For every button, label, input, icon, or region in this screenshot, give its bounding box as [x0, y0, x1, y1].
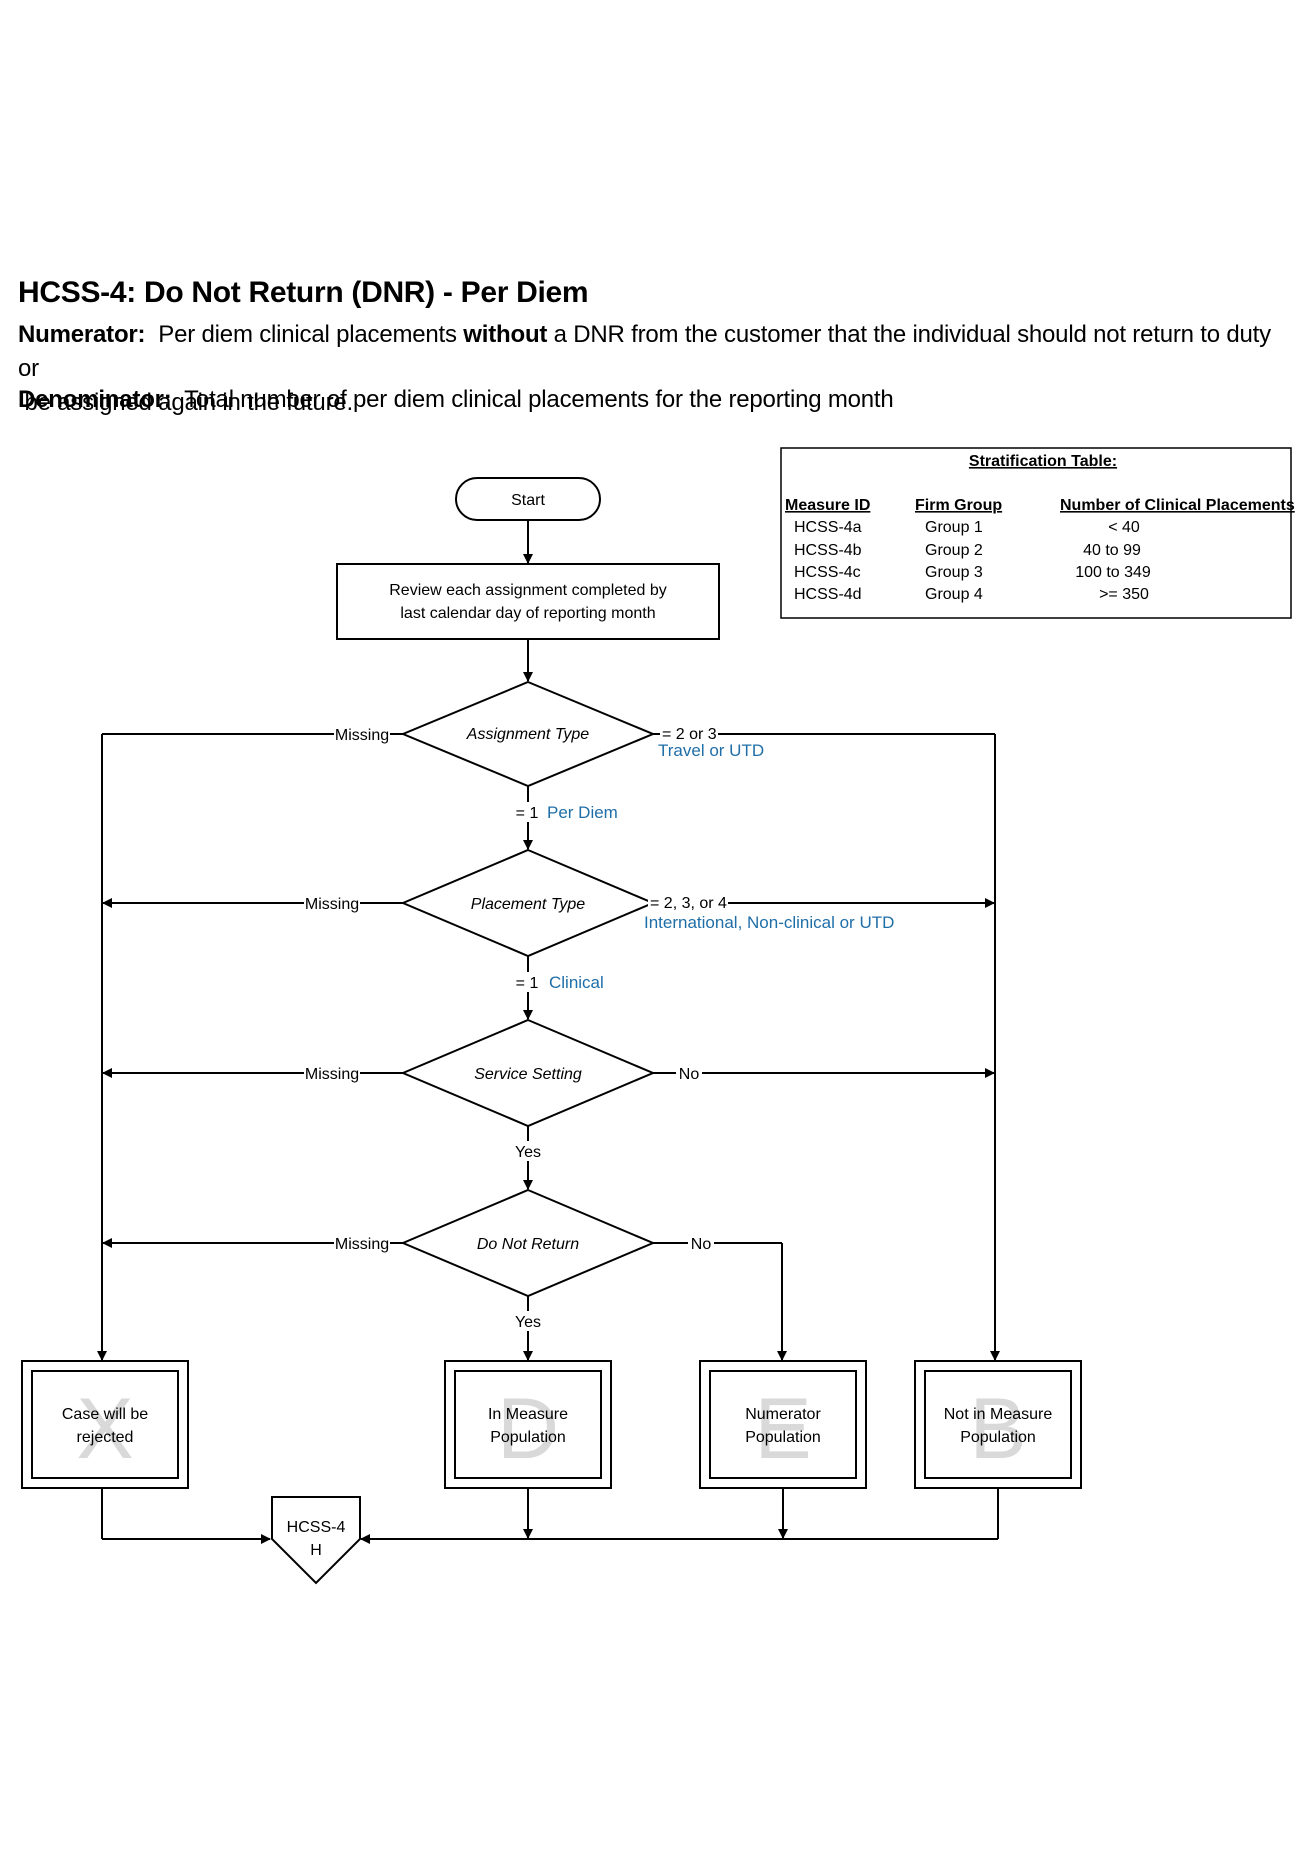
label-mask — [676, 1063, 702, 1083]
label-mask — [304, 1063, 360, 1083]
outcome-x: X Case will be rejected — [21, 1360, 189, 1489]
label-mask — [648, 892, 728, 912]
outcome-e-line1: Numerator — [745, 1406, 821, 1423]
outcome-d-letter: D — [497, 1381, 559, 1477]
strat-cell-group: Group 2 — [925, 542, 983, 559]
stratification-table: Stratification Table: Measure ID Firm Gr… — [780, 447, 1295, 619]
offpage-connector-line2: H — [310, 1542, 322, 1559]
label-mask — [512, 1311, 544, 1331]
numerator-label: Numerator: — [18, 321, 146, 348]
denominator-definition: Denominator: Total number of per diem cl… — [18, 386, 1288, 414]
decision-do-not-return-label: Do Not Return — [477, 1236, 579, 1253]
page-title: HCSS-4: Do Not Return (DNR) - Per Diem — [18, 276, 589, 309]
d2-down-label: = 1 — [516, 975, 539, 992]
strat-table-title: Stratification Table: — [969, 453, 1117, 470]
outcome-b-letter: B — [969, 1381, 1026, 1477]
d2-down-blue-label: Clinical — [549, 973, 604, 992]
outcome-x-line1: Case will be — [62, 1406, 148, 1423]
start-label: Start — [511, 492, 545, 509]
missing-label: Missing — [335, 1236, 389, 1253]
outcome-b-inner — [924, 1370, 1072, 1479]
yes-label: Yes — [515, 1314, 541, 1331]
d1-down-blue-label: Per Diem — [547, 803, 618, 822]
d2-right-label: = 2, 3, or 4 — [650, 895, 727, 912]
outcome-d-inner — [454, 1370, 602, 1479]
outcome-b-line2: Population — [960, 1429, 1036, 1446]
outcome-d-line2: Population — [490, 1429, 566, 1446]
label-mask — [512, 1141, 544, 1161]
yes-label: Yes — [515, 1144, 541, 1161]
decision-placement-type-label: Placement Type — [471, 896, 586, 913]
outcome-x-outer — [21, 1360, 189, 1489]
outcome-b-line1: Not in Measure — [944, 1406, 1053, 1423]
strat-header-measure-id: Measure ID — [785, 497, 870, 514]
offpage-connector-line1: HCSS-4 — [287, 1519, 346, 1536]
outcome-d: D In Measure Population — [444, 1360, 612, 1489]
strat-cell-id: HCSS-4b — [794, 542, 862, 559]
strat-cell-group: Group 4 — [925, 586, 983, 603]
strat-cell-range: < 40 — [1108, 519, 1140, 536]
d1-right-label: = 2 or 3 — [662, 726, 717, 743]
strat-cell-range: >= 350 — [1099, 586, 1149, 603]
missing-label: Missing — [335, 727, 389, 744]
strat-cell-id: HCSS-4a — [794, 519, 862, 536]
outcome-x-inner — [31, 1370, 179, 1479]
label-mask — [334, 1233, 390, 1253]
review-label-line1: Review each assignment completed by — [389, 582, 666, 599]
outcome-e-letter: E — [754, 1381, 811, 1477]
missing-label: Missing — [305, 896, 359, 913]
label-mask — [512, 972, 542, 992]
d2-right-blue-label: International, Non-clinical or UTD — [644, 913, 894, 932]
strat-cell-id: HCSS-4d — [794, 586, 862, 603]
numerator-definition: Numerator: Per diem clinical placements … — [18, 318, 1288, 420]
numerator-text-bold: without — [463, 321, 548, 348]
review-process-box — [336, 563, 720, 640]
offpage-connector — [271, 1496, 361, 1585]
decision-assignment-type-label: Assignment Type — [466, 726, 590, 743]
outcome-e: E Numerator Population — [699, 1360, 867, 1489]
label-mask — [660, 723, 718, 743]
outcome-b: B Not in Measure Population — [914, 1360, 1082, 1489]
outcome-d-line1: In Measure — [488, 1406, 568, 1423]
missing-label: Missing — [305, 1066, 359, 1083]
strat-cell-id: HCSS-4c — [794, 564, 861, 581]
strat-cell-group: Group 1 — [925, 519, 983, 536]
strat-cell-group: Group 3 — [925, 564, 983, 581]
decision-service-setting-label: Service Setting — [474, 1066, 582, 1083]
numerator-text-post: a DNR from the customer that the individ… — [18, 321, 1271, 382]
label-mask — [688, 1233, 714, 1253]
outcome-x-line2: rejected — [77, 1429, 134, 1446]
outcome-d-outer — [444, 1360, 612, 1489]
strat-table-border — [780, 447, 1292, 619]
numerator-text-line2: be assigned again in the future. — [24, 389, 353, 416]
d1-down-label: = 1 — [516, 805, 539, 822]
strat-cell-range: 40 to 99 — [1083, 542, 1141, 559]
strat-cell-range: 100 to 349 — [1075, 564, 1151, 581]
strat-header-placements: Number of Clinical Placements — [1060, 497, 1295, 514]
no-label: No — [691, 1236, 712, 1253]
strat-header-firm-group: Firm Group — [915, 497, 1002, 514]
outcome-x-letter: X — [76, 1381, 133, 1477]
d1-right-blue-label: Travel or UTD — [658, 741, 764, 760]
denominator-text: Total number of per diem clinical placem… — [184, 386, 894, 413]
label-mask — [334, 724, 390, 744]
outcome-e-line2: Population — [745, 1429, 821, 1446]
outcome-e-inner — [709, 1370, 857, 1479]
no-label: No — [679, 1066, 700, 1083]
label-mask — [304, 893, 360, 913]
numerator-text-pre: Per diem clinical placements — [158, 321, 464, 348]
denominator-label: Denominator: — [18, 386, 172, 413]
outcome-e-outer — [699, 1360, 867, 1489]
label-mask — [512, 802, 542, 822]
review-label-line2: last calendar day of reporting month — [400, 605, 655, 622]
